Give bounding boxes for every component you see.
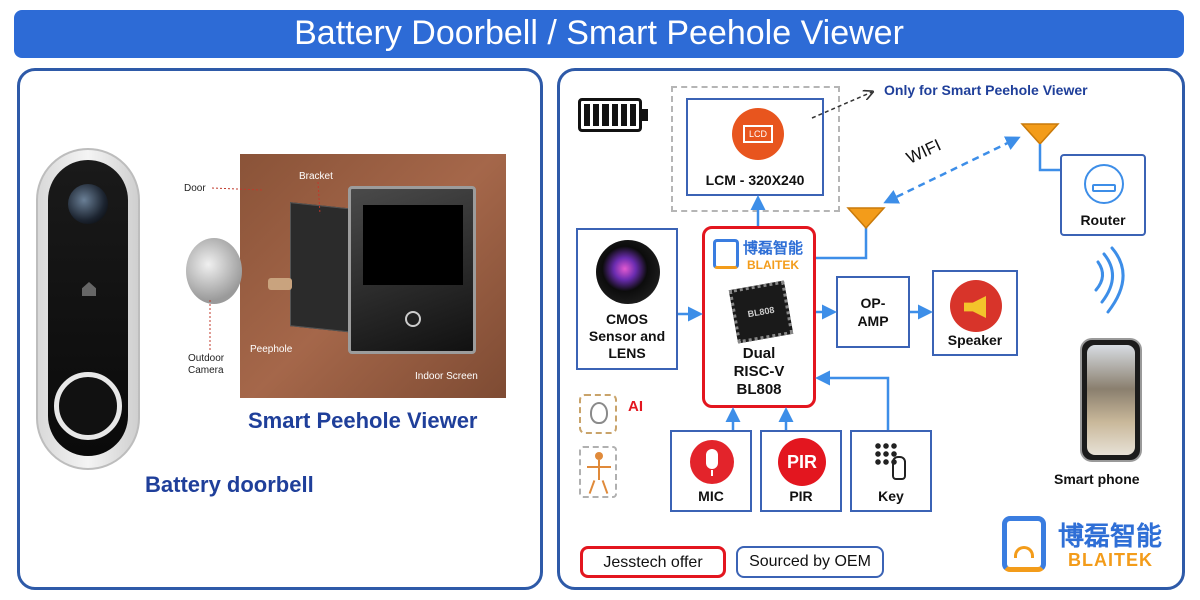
mic-label: MIC [698,488,724,504]
optional-lcm-frame [671,86,840,212]
photo-label-indoor-screen: Indoor Screen [415,371,478,382]
blaitek-logo-small: 博磊智能 BLAITEK [713,235,809,277]
router-box: Router [1060,154,1146,236]
lcm-label: LCM - 320X240 [705,172,805,188]
camera-lens-icon [596,240,660,304]
router-label: Router [1080,212,1126,228]
soc-label: Dual RISC-V BL808 [733,345,785,398]
blaitek-logo: 博磊智能 BLAITEK [998,508,1168,580]
key-box: Key [850,430,932,512]
smartphone-image [1080,338,1142,462]
speaker-box: Speaker [932,270,1018,356]
photo-label-bracket: Bracket [299,171,333,182]
face-recognition-icon [579,394,617,434]
pir-icon: PIR [778,438,826,486]
speaker-label: Speaker [947,332,1003,348]
keypad-touch-icon [874,442,912,482]
cmos-label: CMOS Sensor and LENS [588,311,666,361]
mic-box: MIC [670,430,752,512]
photo-label-peephole: Peephole [250,344,293,355]
bl808-chip-icon: BL808 [728,280,794,344]
doorbell-image [36,148,140,470]
opamp-box: OP-AMP [836,276,910,348]
speaker-icon [950,280,1002,332]
legend-oem: Sourced by OEM [736,546,884,578]
human-pose-icon [579,446,617,498]
battery-icon [578,98,648,132]
legend-jesstech: Jesstech offer [580,546,726,578]
photo-label-door: Door [184,183,206,194]
pir-label: PIR [789,488,813,504]
key-label: Key [878,488,904,504]
pir-box: PIR PIR [760,430,842,512]
soc-box: 博磊智能 BLAITEK BL808 Dual RISC-V BL808 [702,226,816,408]
battery-doorbell-label: Battery doorbell [145,472,314,497]
only-for-note: Only for Smart Peehole Viewer [884,82,1088,98]
peehole-viewer-label: Smart Peehole Viewer [248,408,478,433]
peehole-viewer-image [240,154,506,398]
peephole-lens-image [186,238,242,304]
smartphone-label: Smart phone [1054,471,1140,487]
cmos-box: CMOS Sensor and LENS [576,228,678,370]
lcd-icon: LCD [732,108,784,160]
page-title: Battery Doorbell / Smart Peehole Viewer [14,10,1184,58]
lcm-box: LCD LCM - 320X240 [686,98,824,196]
opamp-label: OP-AMP [857,295,889,329]
photo-label-outdoor-camera: Outdoor Camera [188,353,225,376]
ai-label: AI [628,398,643,415]
microphone-icon [690,440,734,484]
router-icon [1084,164,1124,204]
